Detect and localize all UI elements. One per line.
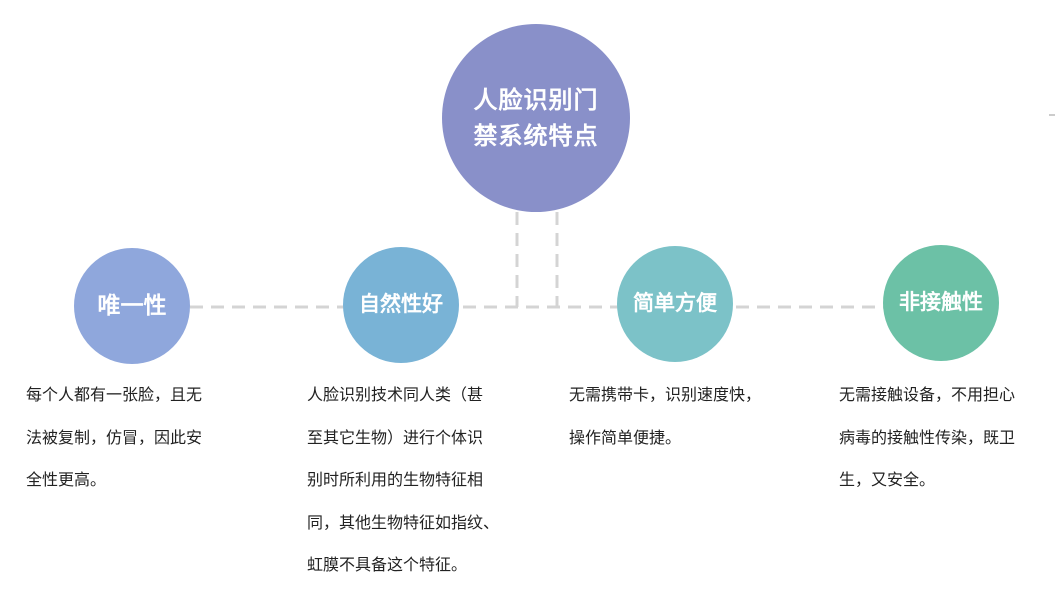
description-line: 每个人都有一张脸，且无 [26,385,203,404]
center-title-line-1: 人脸识别门 [473,86,599,114]
center-node: 人脸识别门 禁系统特点 [442,24,630,212]
description-line: 法被复制，仿冒，因此安 [26,427,203,447]
description-line: 别时所利用的生物特征相 [307,470,484,489]
feature-title: 唯一性 [97,292,167,319]
feature-node-convenience: 简单方便 [617,246,733,362]
feature-node-contactless: 非接触性 [883,245,999,361]
feature-description-convenience: 无需携带卡，识别速度快， 操作简单便捷。 [569,374,761,459]
center-title: 人脸识别门 禁系统特点 [471,82,601,154]
description-line: 全性更高。 [26,470,107,489]
feature-title: 自然性好 [359,292,443,317]
feature-description-uniqueness: 每个人都有一张脸，且无 法被复制，仿冒，因此安 全性更高。 [26,374,202,502]
feature-description-naturalness: 人脸识别技术同人类（甚 至其它生物）进行个体识 别时所利用的生物特征相 同，其他… [307,374,499,587]
feature-node-uniqueness: 唯一性 [74,248,190,364]
description-line: 病毒的接触性传染，既卫 [839,427,1016,447]
description-line: 无需携带卡，识别速度快， [569,385,762,404]
feature-node-naturalness: 自然性好 [343,247,459,363]
feature-title: 非接触性 [899,290,983,315]
feature-title: 简单方便 [633,291,717,316]
description-line: 至其它生物）进行个体识 [307,427,484,447]
description-line: 操作简单便捷。 [569,427,682,447]
description-line: 虹膜不具备这个特征。 [307,555,468,574]
description-line: 人脸识别技术同人类（甚 [307,385,484,404]
feature-description-contactless: 无需接触设备，不用担心 病毒的接触性传染，既卫 生，又安全。 [839,374,1015,502]
edge-divider [1049,114,1055,116]
description-line: 同，其他生物特征如指纹、 [307,512,500,532]
description-line: 无需接触设备，不用担心 [839,385,1016,404]
center-title-line-2: 禁系统特点 [473,122,599,150]
description-line: 生，又安全。 [839,470,936,489]
